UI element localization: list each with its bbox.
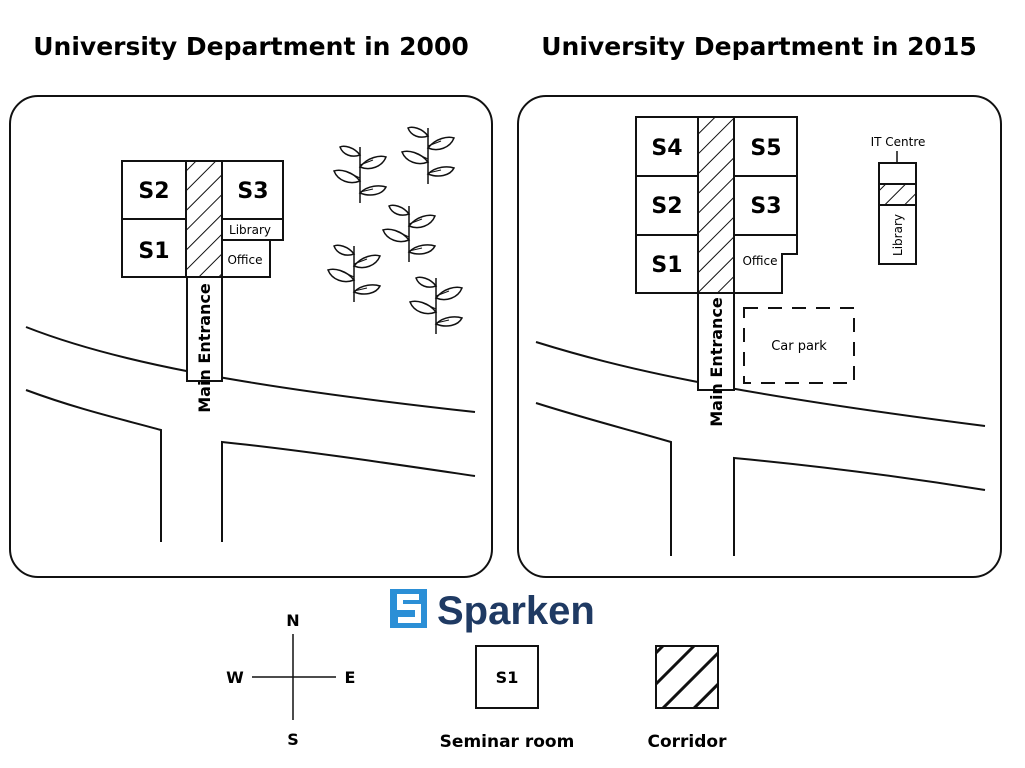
tree-icon: [401, 126, 455, 185]
compass-east: E: [345, 668, 356, 687]
compass-north: N: [286, 611, 299, 630]
s5-label-2015: S5: [750, 136, 781, 161]
main-entrance-label-2015: Main Entrance: [707, 297, 726, 427]
office-2015: [733, 234, 798, 294]
office-label-2000: Office: [227, 253, 262, 267]
library-label-2015: Library: [891, 214, 905, 256]
tree-icon: [409, 276, 463, 335]
tree-icon: [333, 145, 387, 204]
corridor-2015: [697, 116, 735, 294]
s3-label-2000: S3: [237, 179, 268, 204]
map-2000-frame: [9, 95, 493, 578]
map-2015-frame: [517, 95, 1002, 578]
map-2015: Main Entrance S4 S2 S1 S5 S3 Office IT C…: [517, 95, 1002, 578]
office-2000: [221, 239, 271, 278]
map-2000: Main Entrance S2 S1 S3 Library Office: [9, 95, 493, 578]
seminar-room-s2-2015: [635, 175, 699, 236]
road-2000: [25, 326, 476, 542]
title-2015: University Department in 2015: [541, 32, 977, 61]
it-centre-2015: [878, 162, 917, 185]
legend-corridor: Corridor: [648, 645, 728, 752]
office-label-2015: Office: [742, 254, 777, 268]
s1-label-2000: S1: [138, 239, 169, 264]
seminar-room-s1-2015: [635, 234, 699, 294]
library-2015: [878, 204, 917, 265]
legend-corridor-swatch: [655, 645, 719, 709]
main-entrance-2015: [697, 292, 735, 391]
trees-2000: [327, 126, 463, 335]
corridor-2000: [185, 160, 223, 278]
compass: N S W E: [226, 611, 355, 749]
car-park-label-2015: Car park: [771, 339, 827, 354]
compass-south: S: [287, 730, 299, 749]
library-label-2000: Library: [229, 223, 271, 237]
it-centre-label-2015: IT Centre: [871, 135, 926, 149]
legend-corridor-label: Corridor: [648, 732, 728, 752]
seminar-room-s4-2015: [635, 116, 699, 177]
tree-icon: [327, 244, 381, 303]
compass-west: W: [226, 668, 244, 687]
legend-seminar-label: Seminar room: [440, 732, 575, 752]
road-2015: [535, 341, 986, 556]
s2-label-2000: S2: [138, 179, 169, 204]
s2-label-2015: S2: [651, 194, 682, 219]
s4-label-2015: S4: [651, 136, 682, 161]
sparken-text: Sparken: [437, 589, 595, 633]
tree-icon: [382, 204, 436, 263]
car-park-2015: [743, 307, 855, 384]
seminar-room-s3-2015: [733, 175, 798, 236]
it-centre-corridor-2015: [878, 183, 917, 206]
s3-label-2015: S3: [750, 194, 781, 219]
seminar-room-s3-2000: [221, 160, 284, 220]
sparken-watermark: Sparken: [390, 589, 595, 633]
s1-label-2015: S1: [651, 253, 682, 278]
legend-seminar-room: S1 Seminar room: [440, 645, 575, 752]
legend-seminar-swatch: [475, 645, 539, 709]
title-2000: University Department in 2000: [33, 32, 469, 61]
legend-seminar-sample: S1: [496, 668, 519, 687]
seminar-room-s5-2015: [733, 116, 798, 177]
main-entrance-label-2000: Main Entrance: [195, 283, 214, 413]
